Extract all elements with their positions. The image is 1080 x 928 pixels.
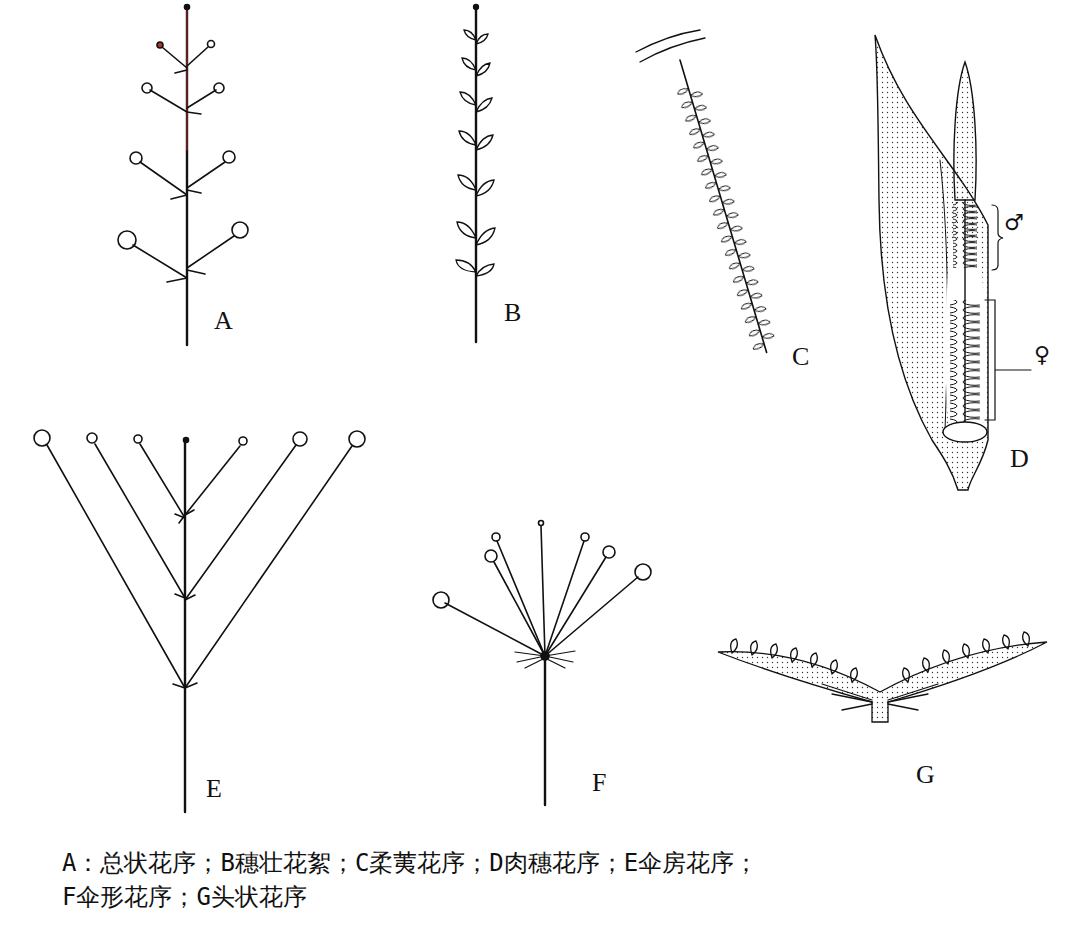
spadix-figure	[875, 35, 1031, 490]
raceme-figure	[118, 5, 248, 346]
figure-letter: B	[504, 300, 521, 326]
figure-letter: C	[792, 344, 809, 370]
caption: A：总状花序；B穗壮花絮；C柔荑花序；D肉穗花序；E伞房花序； F伞形花序；G头…	[62, 846, 763, 914]
figure-letter: A	[214, 308, 233, 334]
catkin-figure	[636, 30, 780, 356]
umbel-figure	[433, 521, 651, 806]
figure-letter: D	[1010, 446, 1029, 472]
figure-letter: G	[916, 762, 935, 788]
capitulum-figure	[718, 632, 1047, 722]
figure-letter: F	[592, 770, 606, 796]
sex-symbol: ♂	[1004, 212, 1024, 234]
sex-symbol: ♀	[1034, 344, 1050, 366]
corymb-figure	[34, 430, 365, 812]
figure-letter: E	[206, 776, 222, 802]
spike-figure	[456, 5, 495, 343]
